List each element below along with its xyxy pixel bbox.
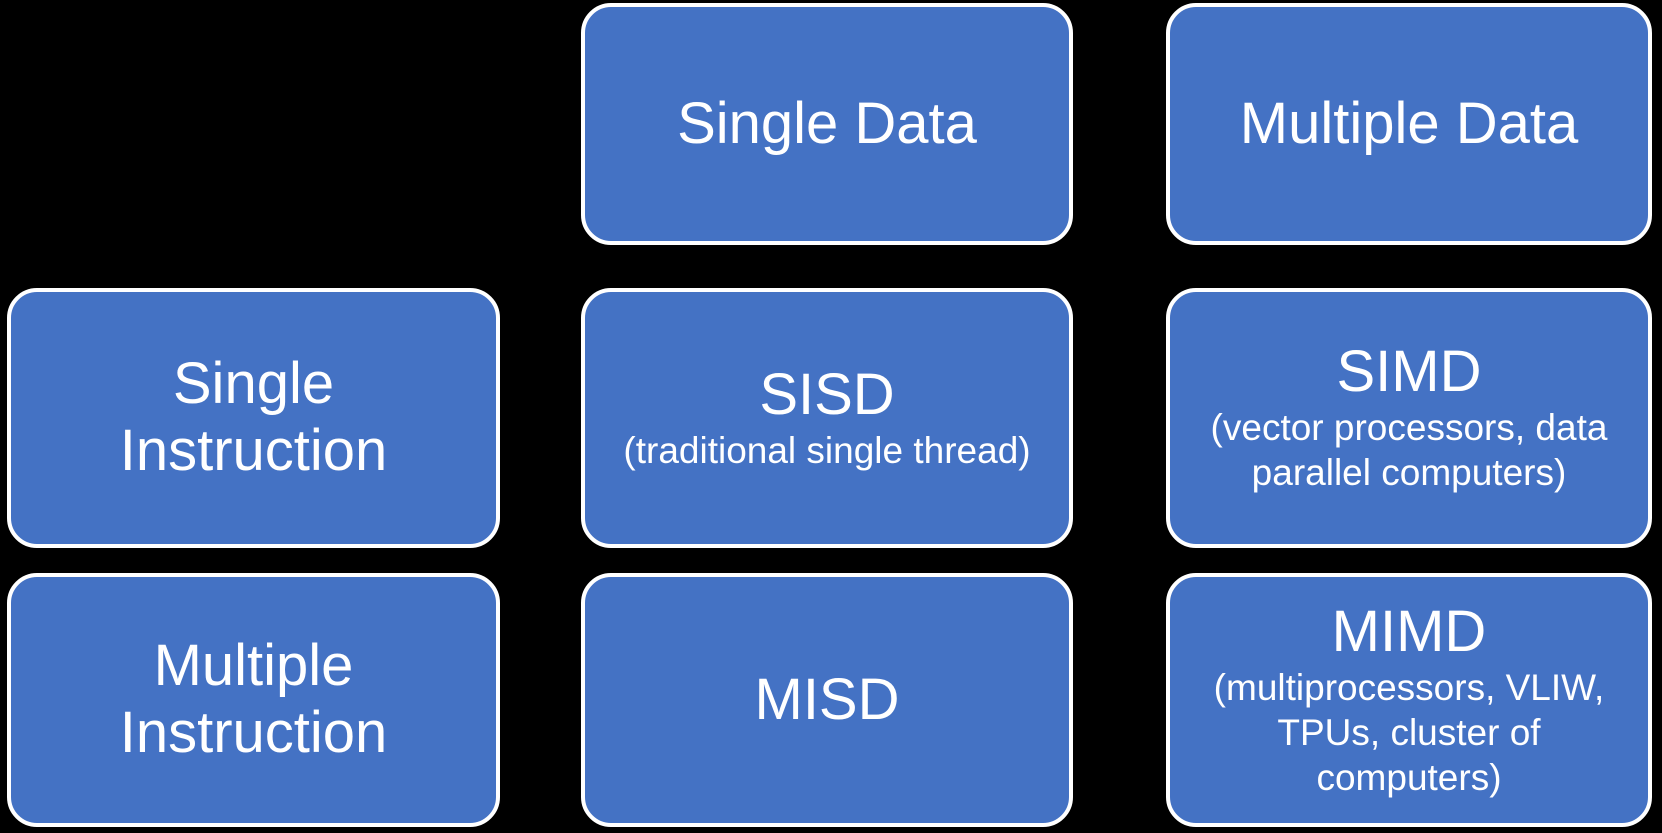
row-header-multiple-instruction: Multiple Instruction bbox=[7, 573, 500, 827]
cell-simd-title: SIMD bbox=[1336, 339, 1482, 405]
cell-mimd: MIMD (multiprocessors, VLIW, TPUs, clust… bbox=[1166, 573, 1652, 827]
column-header-single-data: Single Data bbox=[581, 3, 1073, 245]
cell-sisd-title: SISD bbox=[759, 361, 895, 427]
cell-sisd: SISD (traditional single thread) bbox=[581, 288, 1073, 548]
cell-simd: SIMD (vector processors, data parallel c… bbox=[1166, 288, 1652, 548]
cell-misd-title: MISD bbox=[754, 666, 900, 732]
cell-sisd-subtitle: (traditional single thread) bbox=[623, 429, 1031, 471]
column-header-multiple-data-label: Multiple Data bbox=[1239, 90, 1579, 156]
cell-simd-subtitle: (vector processors, data parallel comput… bbox=[1210, 407, 1608, 494]
column-header-single-data-label: Single Data bbox=[677, 90, 977, 156]
cell-mimd-title: MIMD bbox=[1331, 598, 1487, 664]
row-header-single-instruction-label: Single Instruction bbox=[119, 351, 388, 483]
cell-mimd-subtitle: (multiprocessors, VLIW, TPUs, cluster of… bbox=[1213, 666, 1605, 799]
row-header-single-instruction: Single Instruction bbox=[7, 288, 500, 548]
column-header-multiple-data: Multiple Data bbox=[1166, 3, 1652, 245]
row-header-multiple-instruction-label: Multiple Instruction bbox=[119, 633, 388, 765]
cell-misd: MISD bbox=[581, 573, 1073, 827]
